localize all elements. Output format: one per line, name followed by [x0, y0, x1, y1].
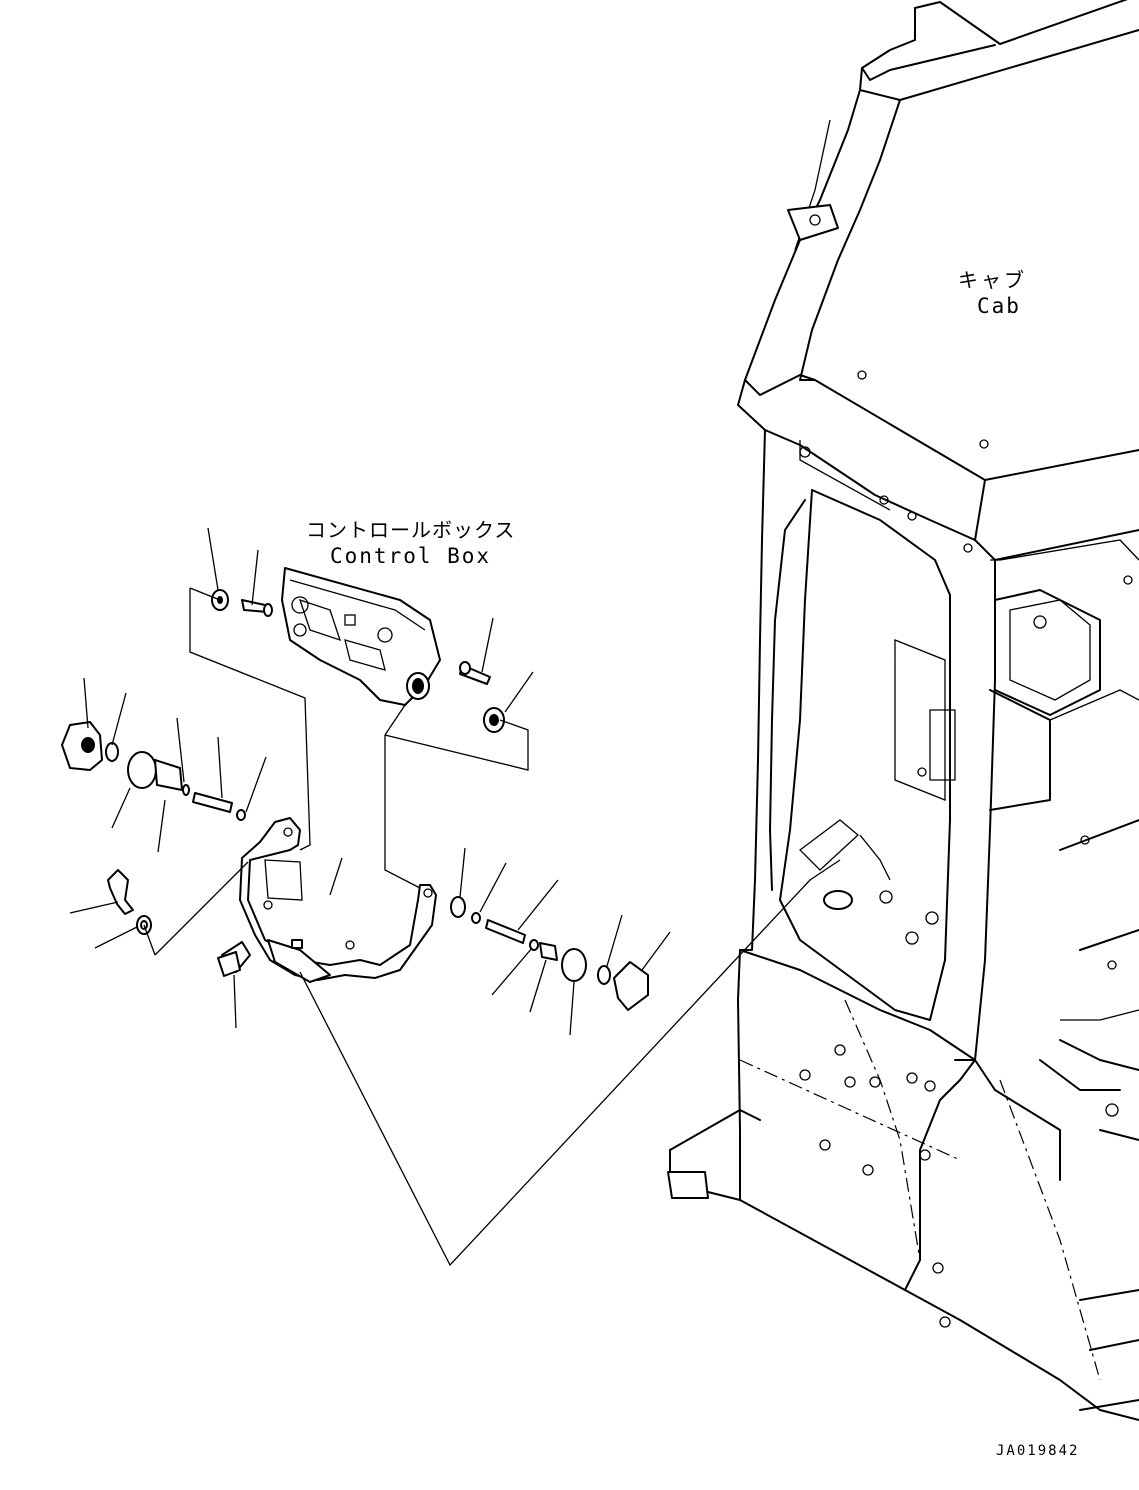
fastener-parts [61, 589, 649, 1011]
control-box-label-en: Control Box [330, 544, 492, 568]
assembly-lines [143, 587, 841, 1267]
leader-lines [69, 527, 671, 1036]
cab-holes [799, 370, 1133, 1328]
cab-frame [667, 0, 1139, 1421]
control-box-label-jp: コントロールボックス [306, 518, 516, 542]
cab-label-en: Cab [977, 294, 1021, 318]
cab-label-jp: キャブ [958, 268, 1027, 292]
drawing-code: JA019842 [996, 1443, 1080, 1459]
mounting-bracket [239, 817, 437, 983]
control-box [281, 567, 441, 706]
